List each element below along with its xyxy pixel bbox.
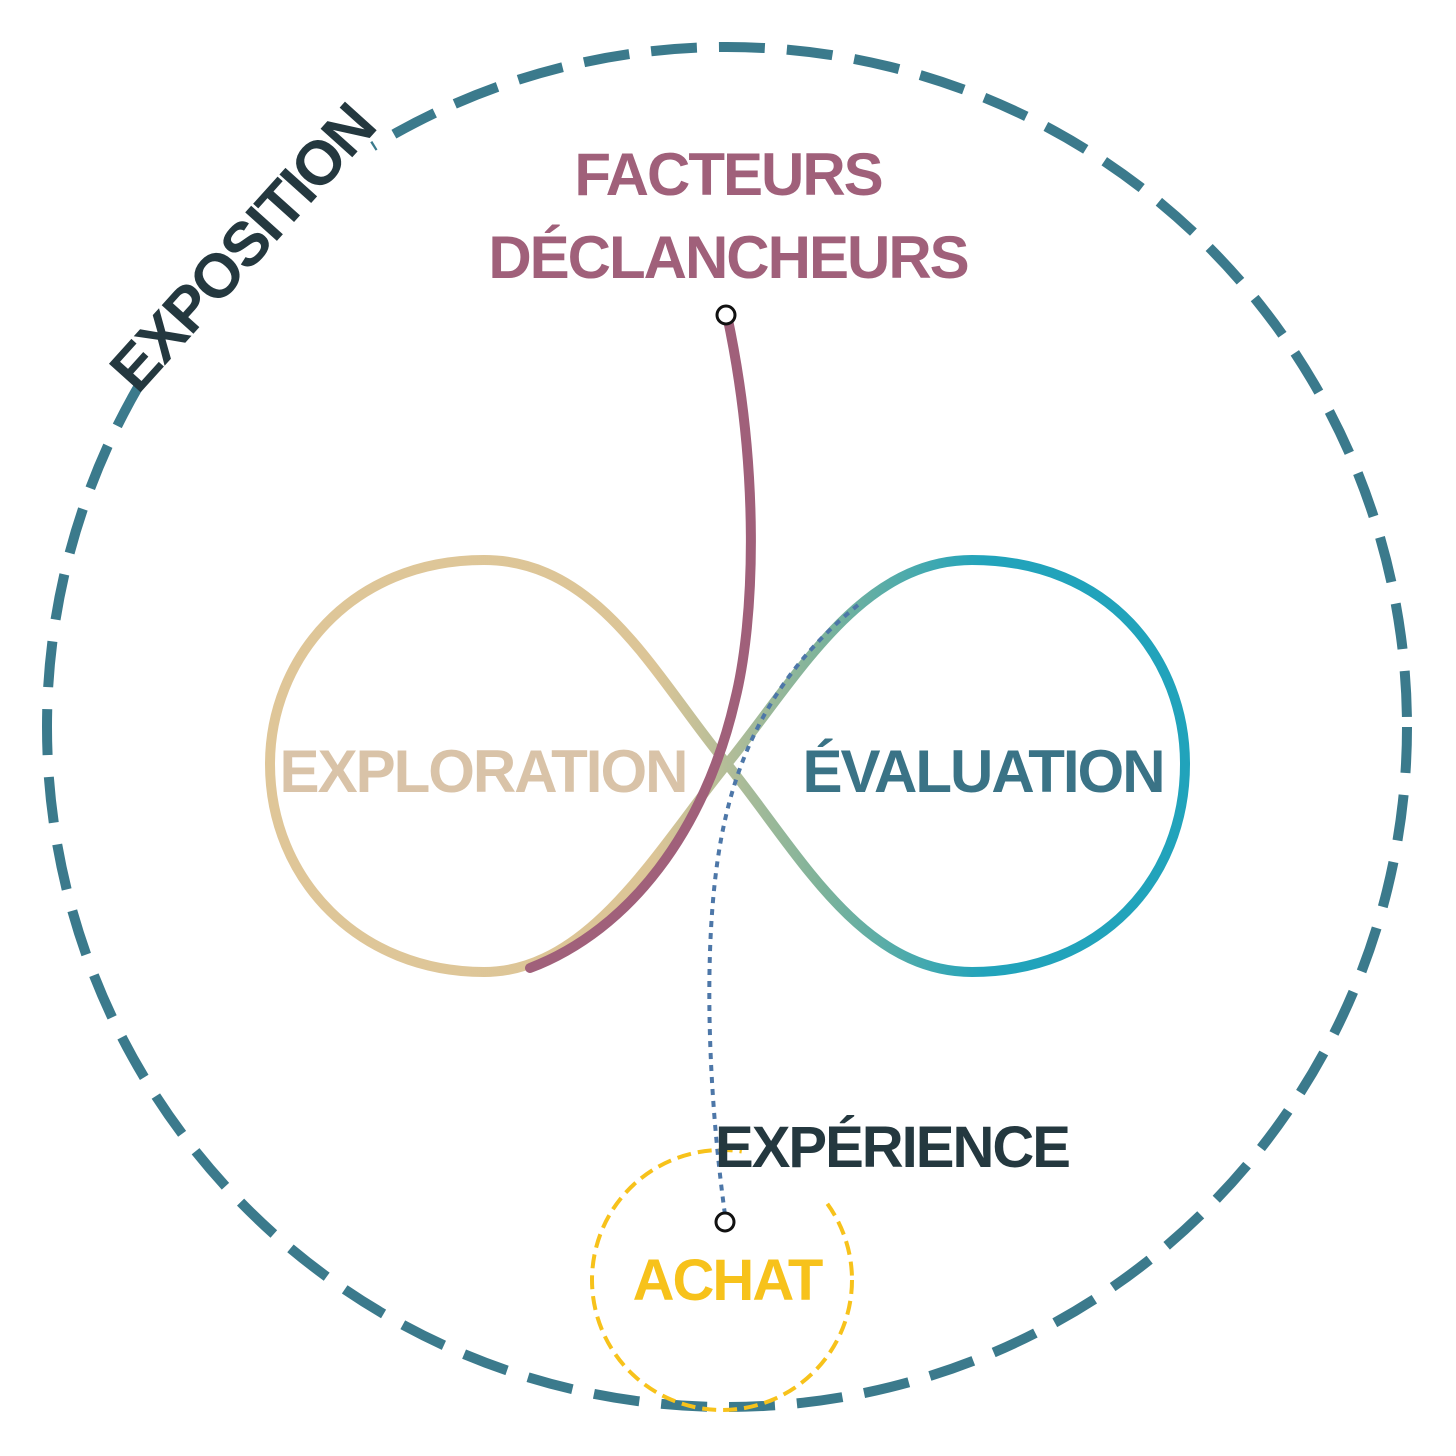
triggers-label-line2: DÉCLANCHEURS xyxy=(488,224,967,291)
infinity-loop xyxy=(265,555,1190,977)
exposition-label-gap xyxy=(145,136,378,376)
trigger-start-dot xyxy=(715,304,737,326)
exploration-label: EXPLORATION xyxy=(280,738,687,805)
experience-label: EXPÉRIENCE xyxy=(715,1115,1069,1180)
purchase-dot xyxy=(714,1211,736,1233)
purchase-label: ACHAT xyxy=(633,1248,823,1313)
evaluation-label: ÉVALUATION xyxy=(802,738,1163,805)
trigger-line xyxy=(525,310,756,973)
exposition-label: EXPOSITION xyxy=(97,92,388,405)
exposition-circle xyxy=(42,42,1412,1412)
triggers-label-line1: FACTEURS xyxy=(574,141,881,208)
experience-label-gap xyxy=(741,1145,832,1207)
purchase-circle xyxy=(590,1148,854,1412)
